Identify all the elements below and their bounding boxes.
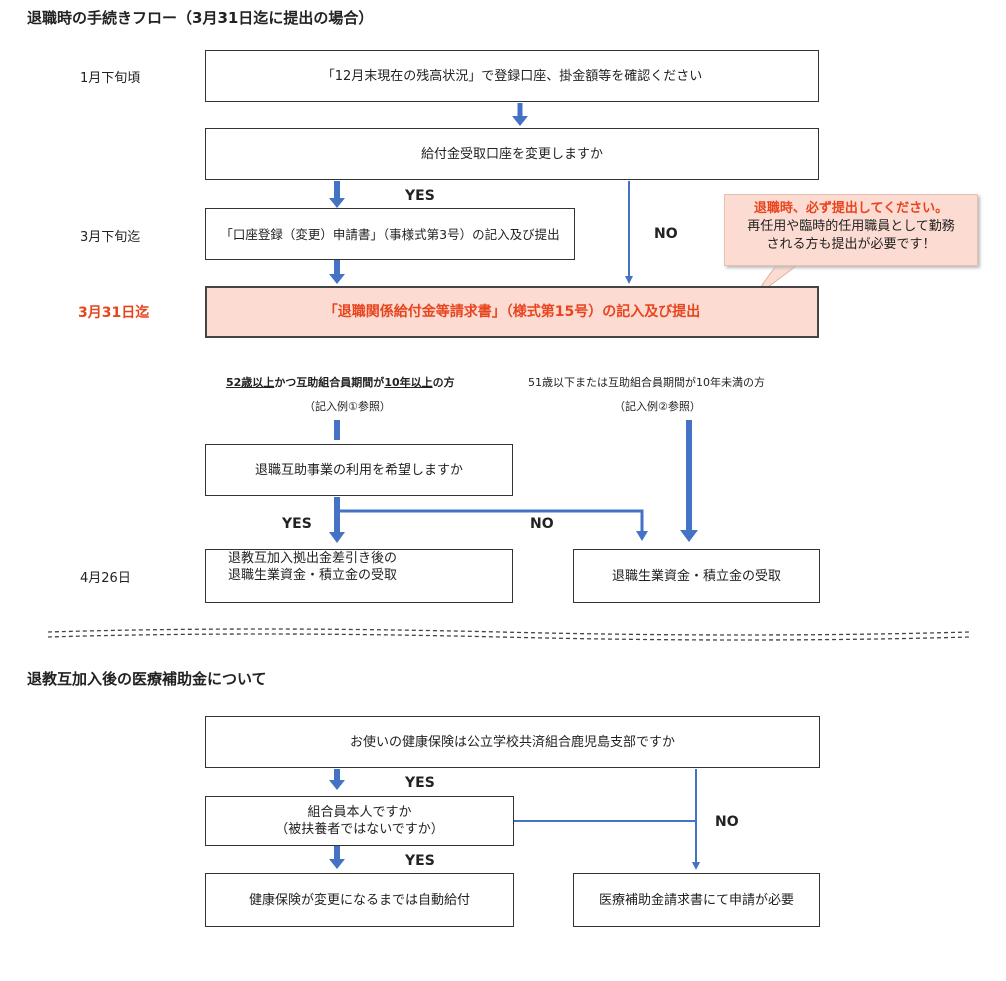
box-claim-form: 「退職関係給付金等請求書」（様式第15号）の記入及び提出 xyxy=(205,286,819,338)
label-mar31: 3月31日迄 xyxy=(78,305,150,321)
label-late-mar: 3月下旬迄 xyxy=(80,230,141,245)
section1-title: 退職時の手続きフロー（3月31日迄に提出の場合） xyxy=(27,9,374,27)
branch-left-condition: 52歳以上かつ互助組合員期間が10年以上の方 xyxy=(226,374,455,390)
box-receive-funds: 退職生業資金・積立金の受取 xyxy=(573,549,820,603)
callout-line1: 退職時、必ず提出してください。 xyxy=(753,201,949,216)
member-line2: （被扶養者ではないですか） xyxy=(275,822,444,837)
member-line1: 組合員本人ですか xyxy=(307,805,412,820)
arrow-no-receive xyxy=(337,509,644,533)
no-label-2: NO xyxy=(530,516,554,532)
cond-suffix: の方 xyxy=(432,376,455,389)
no-label: NO xyxy=(654,226,678,242)
yes-label-2: YES xyxy=(282,516,312,532)
branch-left-note: （記入例①参照） xyxy=(304,400,391,413)
callout-line2: 再任用や臨時的任用職員として勤務 xyxy=(747,219,955,234)
box-use-service: 退職互助事業の利用を希望しますか xyxy=(205,444,513,496)
box-balance-check: 「12月末現在の残高状況」で登録口座、掛金額等を確認ください xyxy=(205,50,819,102)
receive-after-line2: 退職生業資金・積立金の受取 xyxy=(228,568,398,583)
label-late-jan: 1月下旬頃 xyxy=(80,71,141,86)
box-auto-payment: 健康保険が変更になるまでは自動給付 xyxy=(205,873,514,927)
cond-years: 10年以上 xyxy=(384,376,433,389)
yes-label: YES xyxy=(405,188,435,204)
box-change-account: 給付金受取口座を変更しますか xyxy=(205,128,819,180)
branch-right-condition: 51歳以下または互助組合員期間が10年未満の方 xyxy=(528,376,765,389)
receive-after-line1: 退教互加入拠出金差引き後の xyxy=(228,551,398,566)
box-receive-after-deduction: 退教互加入拠出金差引き後の 退職生業資金・積立金の受取 xyxy=(205,549,513,603)
branch-right-note: （記入例②参照） xyxy=(614,400,701,413)
section2-title: 退教互加入後の医療補助金について xyxy=(27,670,267,688)
box-member-self: 組合員本人ですか （被扶養者ではないですか） xyxy=(205,796,514,846)
cond-age: 52歳以上 xyxy=(226,376,275,389)
callout-line3: される方も提出が必要です！ xyxy=(766,237,936,252)
cond-mid: かつ互助組合員期間が xyxy=(274,376,385,389)
callout-note: 退職時、必ず提出してください。 再任用や臨時的任用職員として勤務 される方も提出… xyxy=(724,194,978,266)
section-divider xyxy=(47,628,971,641)
label-apr26: 4月26日 xyxy=(80,571,131,586)
yes-label-3: YES xyxy=(405,775,435,791)
yes-label-4: YES xyxy=(405,853,435,869)
no-label-3: NO xyxy=(715,814,739,830)
box-health-insurance: お使いの健康保険は公立学校共済組合鹿児島支部ですか xyxy=(205,716,820,768)
box-account-registration: 「口座登録（変更）申請書」（事様式第3号）の記入及び提出 xyxy=(205,208,575,260)
arrowhead xyxy=(512,116,528,126)
box-apply-required: 医療補助金請求書にて申請が必要 xyxy=(573,873,820,927)
